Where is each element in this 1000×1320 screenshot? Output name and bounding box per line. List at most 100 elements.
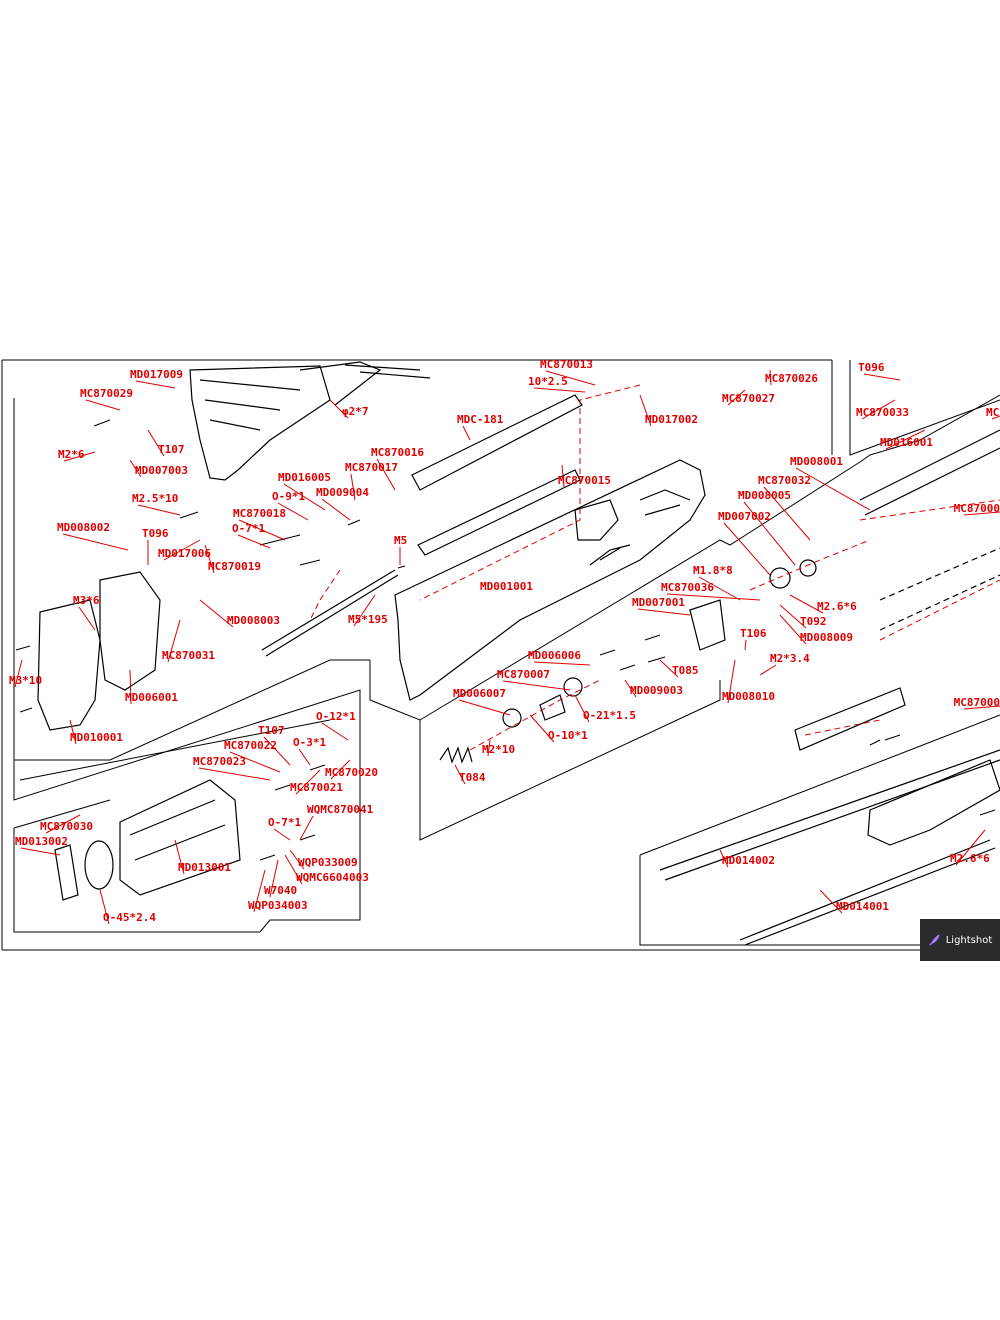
part-label-mc870018: MC870018	[233, 507, 286, 520]
leader-mc870013	[545, 370, 596, 386]
leader-t096_right	[863, 373, 901, 381]
leader-mc87000_right2	[963, 705, 1000, 710]
part-label-mc870019: MC870019	[208, 560, 261, 573]
leader-md008003	[199, 599, 234, 628]
part-label-t085: T085	[672, 664, 699, 677]
part-label-mdc181: MDC-181	[457, 413, 504, 426]
leader-mc870016	[376, 458, 396, 491]
part-label-wqp034003: WQP034003	[248, 899, 308, 912]
rail-top	[659, 749, 1000, 881]
leader-md008010	[727, 659, 736, 704]
spring-T084	[439, 746, 473, 764]
part-label-o9x1: O-9*1	[272, 490, 305, 503]
leader-mc870020	[330, 759, 351, 780]
leader-mc870029	[85, 399, 121, 411]
part-label-o7x1-low: O-7*1	[268, 816, 301, 829]
part-label-mc870016: MC870016	[371, 446, 424, 459]
part-label-md007001: MD007001	[632, 596, 685, 609]
part-label-m2x6-top: M2*6	[58, 448, 85, 461]
leader-md016005	[283, 483, 326, 511]
leader-o12x1	[321, 722, 349, 741]
leader-md017009	[135, 380, 176, 389]
part-label-md017006: MD017006	[158, 547, 211, 560]
part-label-md008009: MD008009	[800, 631, 853, 644]
part-label-md017002: MD017002	[645, 413, 698, 426]
leader-mc870015	[561, 464, 565, 488]
leader-mc87000_right	[963, 511, 1000, 516]
part-label-md009003: MD009003	[630, 684, 683, 697]
leader-o10x1	[529, 714, 555, 743]
leader-md007003	[129, 459, 142, 478]
leader-md014002	[719, 849, 729, 868]
leader-md007001	[637, 608, 691, 616]
part-label-md013001: MD013001	[178, 861, 231, 874]
leader-md006007	[458, 699, 511, 716]
leader-mc870019	[204, 544, 215, 574]
leader-wqmc6604003	[284, 854, 303, 885]
part-label-t092: T092	[800, 615, 827, 628]
leader-md007002	[723, 522, 771, 576]
leader-mc87_right	[991, 415, 1000, 420]
half-shell-upper	[879, 547, 1000, 631]
leader-mc870017	[350, 473, 356, 501]
part-label-o3x1: O-3*1	[293, 736, 326, 749]
leader-mdc181	[462, 425, 471, 441]
lightshot-badge[interactable]: Lightshot	[920, 919, 1000, 961]
part-label-mc870017: MC870017	[345, 461, 398, 474]
part-label-md008003: MD008003	[227, 614, 280, 627]
part-label-o45x2-4: O-45*2.4	[103, 911, 156, 924]
part-label-o7x1-left: O-7*1	[232, 522, 265, 535]
leader-md008001	[795, 467, 871, 511]
leader-mc870023	[198, 767, 271, 781]
lightshot-label: Lightshot	[945, 934, 993, 946]
butt-plate	[99, 571, 161, 691]
leader-mc870022	[229, 751, 281, 773]
part-label-mc870026: MC870026	[765, 372, 818, 385]
panel-frames	[1, 359, 1000, 951]
tube-lower	[417, 469, 581, 556]
leader-wqp033009	[289, 849, 305, 870]
part-label-md008002: MD008002	[57, 521, 110, 534]
leader-md013002	[20, 847, 61, 856]
part-label-mc870030: MC870030	[40, 820, 93, 833]
leader-wqmc870041	[299, 815, 314, 841]
part-label-o21x1-5: O-21*1.5	[583, 709, 636, 722]
part-label-mc870015: MC870015	[558, 474, 611, 487]
part-label-md016005: MD016005	[278, 471, 331, 484]
part-label-mc870032: MC870032	[758, 474, 811, 487]
leader-mc870033	[861, 399, 896, 420]
leader-t107_top	[147, 429, 165, 457]
part-label-wqp033009: WQP033009	[298, 856, 358, 869]
leader-md008002	[62, 533, 129, 551]
leader-m3x6	[78, 606, 96, 631]
part-label-mc87000-right: MC87000	[954, 502, 1000, 515]
leader-m5x195	[353, 594, 376, 627]
leader-mc870036	[666, 593, 761, 601]
leader-m2_6x6_low	[955, 829, 986, 866]
leader-md008009	[779, 614, 807, 645]
receiver-mid	[689, 599, 726, 651]
leader-t107_low	[263, 736, 291, 766]
leader-mc870007	[502, 680, 571, 691]
leader-md017002	[639, 394, 652, 427]
leader-m2x10	[487, 739, 491, 757]
part-label-t096-right: T096	[858, 361, 885, 374]
leader-t106	[744, 639, 747, 651]
cylinder-top	[859, 429, 1000, 516]
part-label-m5x195: M5*195	[348, 613, 388, 626]
part-label-t107-top: T107	[158, 443, 185, 456]
leader-md014001	[819, 889, 843, 914]
part-label-md007002: MD007002	[718, 510, 771, 523]
part-label-mc87-right: MC	[986, 406, 999, 419]
part-label-wqmc6604003: WQMC6604003	[296, 871, 369, 884]
part-label-mc870027: MC870027	[722, 392, 775, 405]
leader-md013001	[174, 839, 185, 875]
leader-o7x1_low	[273, 828, 291, 841]
part-label-md008001: MD008001	[790, 455, 843, 468]
part-label-md006001: MD006001	[125, 691, 178, 704]
leader-mc870031	[167, 619, 181, 663]
part-label-phi2x7: φ2*7	[342, 405, 369, 418]
leader-md009003	[624, 679, 637, 698]
part-label-t107-low: T107	[258, 724, 285, 737]
